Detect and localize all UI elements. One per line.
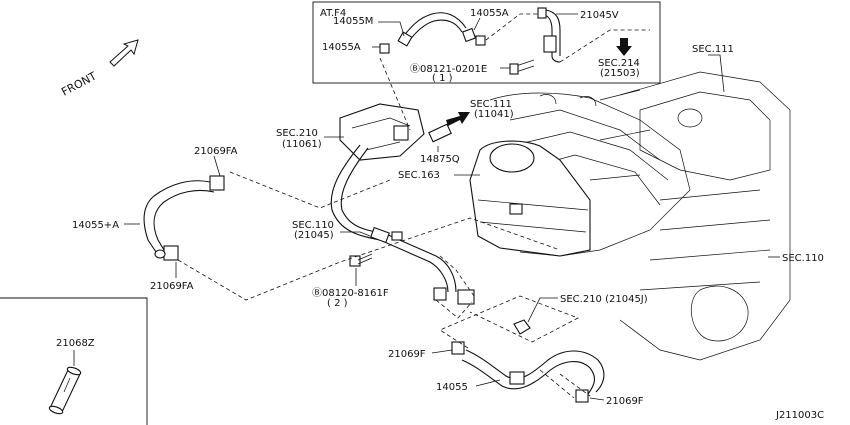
- label-sec210-ref: (11061): [282, 139, 322, 150]
- thermostat-housing: [339, 103, 425, 161]
- leader-sec210-right: [527, 297, 558, 323]
- label-sec110-left: SEC.110: [292, 220, 334, 231]
- label-sec110-right: SEC.110: [782, 253, 824, 264]
- dash-b: [177, 217, 561, 301]
- connector-21045j: [513, 319, 531, 335]
- inset-bolt-shank: [515, 59, 535, 73]
- inset-hose-14055m: [401, 12, 467, 39]
- inset-pipe-fitting: [543, 35, 557, 53]
- sec214-arrow-icon: [616, 38, 632, 56]
- label-21069f-right: 21069F: [606, 396, 644, 407]
- sensor-14875q: [428, 112, 470, 143]
- engine-block: [589, 71, 791, 361]
- diagram-id: J211003C: [775, 410, 824, 421]
- hose-14055: [451, 341, 605, 403]
- water-pipe-21045: [330, 144, 475, 305]
- label-21045v: 21045V: [580, 10, 619, 21]
- leader-21069fa-top: [213, 155, 221, 177]
- dash-c: [379, 57, 411, 131]
- label-21068z: 21068Z: [56, 338, 95, 349]
- inset-pipe-end: [537, 7, 547, 19]
- inset-title: AT.F4: [320, 8, 346, 19]
- dash-e: [439, 295, 579, 349]
- label-14055: 14055: [436, 382, 468, 393]
- front-arrow-icon: [109, 39, 139, 67]
- intake-manifold: [489, 92, 691, 257]
- leader-21069f-right: [589, 397, 605, 401]
- label-inset-bolt-qty: ( 1 ): [432, 73, 453, 84]
- leader-sec110-left: [340, 231, 371, 237]
- label-sec110-left-ref: (21045): [294, 230, 334, 241]
- label-sec214-ref: (21503): [600, 68, 640, 79]
- front-label: FRONT: [59, 69, 99, 98]
- dash-inset-b: [559, 29, 650, 63]
- inset-clamp-right: [475, 35, 486, 46]
- part-21068z: [48, 366, 82, 415]
- dash-f: [539, 369, 591, 399]
- label-sec210: SEC.210: [276, 128, 318, 139]
- clamp-21069f-left: [451, 341, 465, 355]
- inset-clamp-far-left: [379, 43, 390, 54]
- leader-21069f-left: [431, 349, 453, 354]
- clamp-21069f-right: [575, 389, 589, 403]
- clamp-21069fa-top: [209, 175, 225, 191]
- bottom-left-inset-box: [0, 297, 148, 425]
- coolant-reservoir: [469, 140, 591, 257]
- dash-a: [229, 171, 391, 209]
- label-sec111-mid: SEC.111: [470, 99, 512, 110]
- hose-14055a: [143, 175, 225, 261]
- label-bolt2-qty: ( 2 ): [327, 298, 348, 309]
- dash-d: [435, 299, 473, 319]
- inset-hose-14055m-inner: [407, 19, 463, 43]
- label-14875q: 14875Q: [420, 154, 460, 165]
- label-14055a: 14055+A: [72, 220, 119, 231]
- label-sec111-top: SEC.111: [692, 44, 734, 55]
- leader-inset-14055m: [378, 21, 405, 37]
- label-sec163: SEC.163: [398, 170, 440, 181]
- label-14055a-left: 14055A: [322, 42, 361, 53]
- label-inset-bolt: Ⓑ08121-0201E: [410, 63, 487, 75]
- label-bolt2: Ⓑ08120-8161F: [312, 287, 389, 299]
- label-21069fa-top: 21069FA: [194, 146, 238, 157]
- inset-clamp-left: [397, 31, 413, 47]
- label-14055m: 14055M: [333, 16, 373, 27]
- leader-sec111-top: [708, 54, 725, 93]
- dash-inset-a: [485, 13, 540, 41]
- label-sec214: SEC.214: [598, 58, 640, 69]
- inset-pipe-21045v-inner: [545, 9, 561, 56]
- label-sec210-right: SEC.210 (21045J): [560, 294, 648, 305]
- inset-bolt-head: [509, 63, 519, 75]
- sec111-arrow-icon: [446, 112, 470, 126]
- leader-inset-14055a-right: [473, 17, 481, 31]
- label-21069fa-bottom: 21069FA: [150, 281, 194, 292]
- inset-clamp-mid: [461, 27, 477, 43]
- label-21069f-left: 21069F: [388, 349, 426, 360]
- clamp-21069fa-bottom: [163, 245, 179, 261]
- label-sec111-mid-ref: (11041): [474, 109, 514, 120]
- leader-14055: [475, 379, 501, 387]
- at-f4-inset-box: [312, 1, 661, 84]
- label-14055a-right: 14055A: [470, 8, 509, 19]
- bolt-08120: [349, 253, 373, 267]
- dash-g: [439, 255, 475, 297]
